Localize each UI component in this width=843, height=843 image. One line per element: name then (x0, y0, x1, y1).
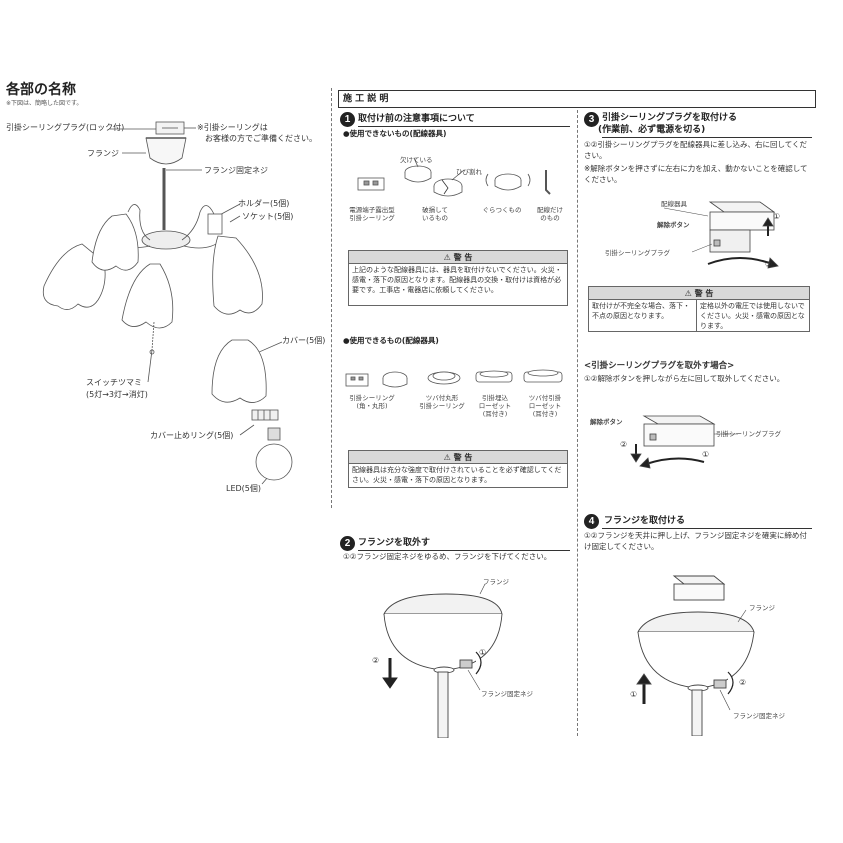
warning-icon: ⚠ (443, 453, 454, 462)
label-flange-screw: フランジ固定ネジ (204, 166, 268, 175)
step4-label-flange: フランジ (749, 604, 775, 612)
step3-title-underline (602, 137, 812, 138)
step4-text: ①②フランジを天井に押し上げ、フランジ固定ネジを確実に締め付け固定してください。 (584, 531, 807, 551)
instructions-header: 施 工 説 明 (338, 90, 816, 108)
label-holder: ホルダー(5個) (238, 199, 290, 208)
unusable-caption-wobbly: ぐらつくもの (482, 206, 522, 214)
step3-warning-title: 警 告 (694, 289, 714, 298)
step3-title-1: 引掛シーリングプラグを取付ける (602, 113, 738, 123)
unusable-caption-exposed: 電源端子露出型 引掛シーリング (349, 206, 395, 223)
usable-caption-round-square: 引掛シーリング (角・丸形) (349, 394, 395, 411)
unusable-caption-wire-only: 配線だけ のもの (537, 206, 563, 223)
step1-warning-2: ⚠ 警 告 配線器具は充分な強度で取付けされていることを必ず確認してください。火… (348, 450, 568, 488)
step4-arrow-1-label: ① (630, 690, 638, 699)
step1-number: 1 (340, 112, 355, 127)
step3-title-2: (作業前、必ず電源を切る) (598, 125, 706, 135)
step3-warning: ⚠ 警 告 取付けが不完全な場合、落下・不点の原因となります。 定格以外の電圧で… (588, 286, 810, 332)
step3-remove-arrow-1-label: ① (702, 450, 710, 459)
step4-title: フランジを取付ける (604, 516, 686, 526)
parts-subtitle: ※下図は、簡略した図です。 (6, 100, 83, 107)
usable-caption-flanged-rosette: ツバ付引掛 ローゼット (耳付き) (528, 394, 562, 419)
warning-icon: ⚠ (443, 253, 454, 262)
step1-warning-1-title: 警 告 (453, 253, 473, 262)
label-ceiling-note-2: お客様の方でご準備ください。 (205, 134, 317, 143)
step3-remove-text: ①②解除ボタンを押しながら左に回して取外してください。 (584, 374, 785, 383)
step3-text-1: ①②引掛シーリングプラグを配線器具に差し込み、右に回してください。 (584, 140, 807, 160)
step2-flange-illustration (382, 583, 503, 738)
warning-icon: ⚠ (684, 289, 695, 298)
step4-title-underline (602, 528, 812, 529)
step1-title-underline (358, 126, 570, 127)
step3-number: 3 (584, 112, 599, 127)
label-led: LED(5個) (226, 484, 262, 493)
label-cover: カバー(5個) (282, 336, 326, 345)
step1-warning-1-text: 上記のような配線器具には、器具を取付けないでください。火災・感電・落下の原因とな… (352, 266, 562, 294)
step3-arrow-2-label: ② (765, 260, 773, 269)
label-ceiling-plug: 引掛シーリングプラグ(ロック付) (6, 123, 125, 132)
step3-plug-illustration (663, 201, 779, 269)
label-flange: フランジ (87, 149, 119, 158)
step1-warning-2-title: 警 告 (453, 453, 473, 462)
step3-remove-illustration (630, 415, 738, 469)
step3-label-plug: 引掛シーリングプラグ (605, 249, 670, 257)
label-cover-ring: カバー止めリング(5個) (150, 431, 234, 440)
step2-label-screw: フランジ固定ネジ (481, 690, 533, 698)
step3-label-fixture: 配線器具 (661, 200, 687, 208)
label-socket: ソケット(5個) (242, 212, 294, 221)
unusable-callout-chipped: 欠けている (400, 156, 433, 164)
step4-label-screw: フランジ固定ネジ (733, 712, 785, 720)
label-switch-1: スイッチツマミ (86, 378, 142, 387)
step3-arrow-1-label: ① (773, 212, 781, 221)
step1-usable-heading: ●使用できるもの(配線器具) (343, 336, 439, 345)
step2-number: 2 (340, 536, 355, 551)
step3-warning-left: 取付けが不完全な場合、落下・不点の原因となります。 (592, 302, 690, 320)
unusable-fixtures-illustration (357, 157, 551, 197)
usable-caption-flanged: ツバ付丸形 引掛シーリング (419, 394, 465, 411)
step4-arrow-2-label: ② (739, 678, 747, 687)
chandelier-illustration (42, 121, 293, 485)
step2-arrow-2-label: ② (372, 656, 380, 665)
step3-remove-arrow-2-label: ② (620, 440, 628, 449)
usable-caption-embedded: 引掛埋込 ローゼット (耳付き) (478, 394, 512, 419)
step3-text-2: ※解除ボタンを押さずに左右に力を加え、動かないことを確認してください。 (584, 164, 808, 184)
step1-warning-2-text: 配線器具は充分な強度で取付けされていることを必ず確認してください。火災・感電・落… (352, 466, 562, 484)
label-switch-2: (5灯→3灯→消灯) (86, 390, 148, 399)
label-ceiling-note-1: ※引掛シーリングは (197, 123, 268, 132)
step1-unusable-heading: ●使用できないもの(配線器具) (343, 129, 447, 138)
step1-title: 取付け前の注意事項について (358, 114, 475, 124)
unusable-caption-broken: 破損して いるもの (422, 206, 448, 223)
step2-text: ①②フランジ固定ネジをゆるめ、フランジを下げてください。 (343, 552, 552, 561)
unusable-callout-cracked: ひび割れ (456, 168, 482, 176)
instructions-header-title: 施 工 説 明 (343, 94, 389, 104)
usable-fixtures-illustration (345, 369, 563, 388)
step3-label-release: 解除ボタン (657, 221, 690, 229)
step3-remove-label-release: 解除ボタン (590, 418, 623, 426)
step1-warning-1: ⚠ 警 告 上記のような配線器具には、器具を取付けないでください。火災・感電・落… (348, 250, 568, 306)
step4-flange-illustration (636, 575, 755, 736)
column-divider-middle (577, 110, 578, 736)
parts-title: 各部の名称 (6, 82, 76, 98)
step2-label-flange: フランジ (483, 578, 509, 586)
step4-number: 4 (584, 514, 599, 529)
step3-remove-title: <引掛シーリングプラグを取外す場合> (584, 361, 735, 371)
step2-title-underline (358, 550, 570, 551)
step3-remove-label-plug: 引掛シーリングプラグ (716, 430, 781, 438)
column-divider-left (331, 88, 332, 508)
step3-warning-right: 定格以外の電圧では使用しないでください。火災・感電の原因となります。 (700, 302, 805, 330)
step2-arrow-1-label: ① (479, 648, 487, 657)
step2-title: フランジを取外す (358, 538, 431, 548)
